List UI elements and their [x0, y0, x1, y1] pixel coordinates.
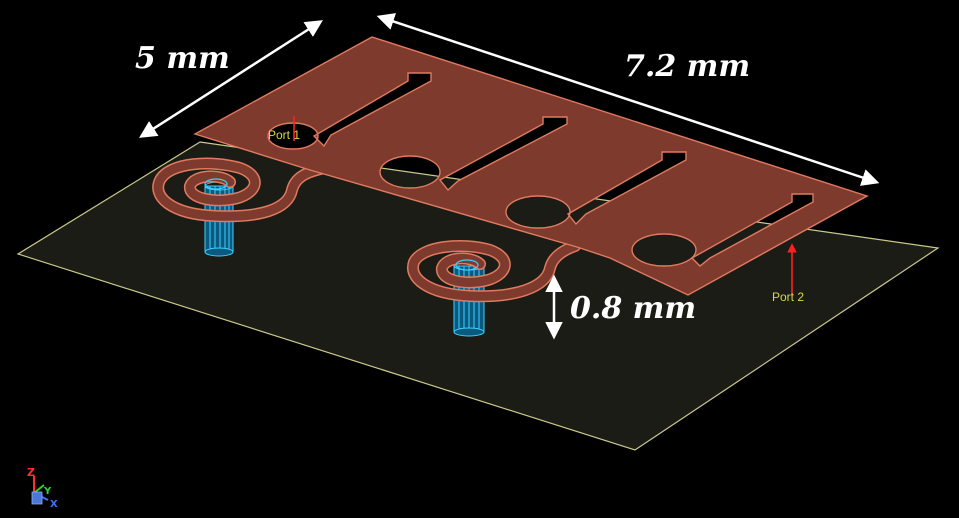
- width-dimension-arrow: [139, 20, 323, 138]
- width-dimension-label: 5 mm: [135, 41, 230, 76]
- length-dimension-label: 7.2 mm: [624, 49, 750, 84]
- length-dimension-arrow: [376, 13, 880, 186]
- spiral-resonator-left: [152, 157, 331, 223]
- thickness-dimension-label: 0.8 mm: [570, 291, 696, 326]
- axis-triad[interactable]: Z Y X: [27, 466, 58, 510]
- port-1-label: Port 1: [268, 128, 300, 142]
- port-2-label: Port 2: [772, 290, 804, 304]
- port-2-marker[interactable]: Port 2: [772, 243, 804, 304]
- axis-y-label: Y: [43, 486, 52, 497]
- axis-x-label: X: [50, 499, 58, 510]
- axis-z-label: Z: [27, 466, 35, 479]
